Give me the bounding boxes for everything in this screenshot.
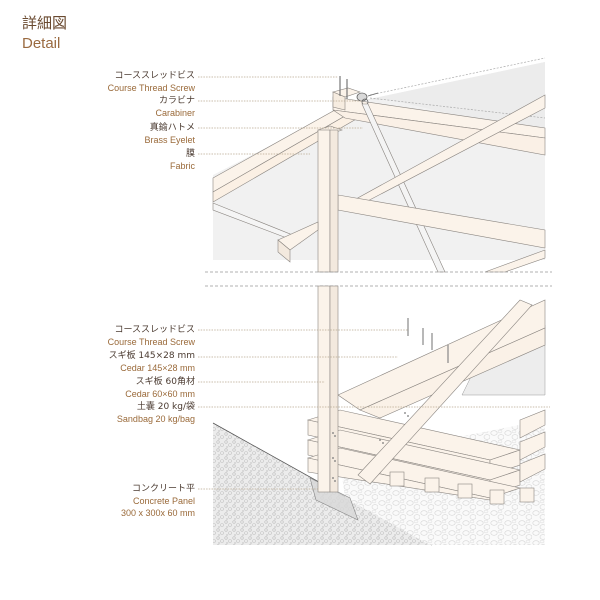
title-en: Detail (22, 35, 61, 52)
label-sandbag: 土嚢 20 kg/袋 Sandbag 20 kg/bag (116, 402, 195, 424)
label-concrete-panel: コンクリート平 Concrete Panel 300 x 300x 60 mm (120, 484, 195, 518)
upper-roof-detail (212, 57, 546, 273)
lower-base-detail (212, 285, 546, 546)
page-title: 詳細図 Detail (22, 14, 68, 52)
label-cedar-square: スギ板 60角材 Cedar 60×60 mm (125, 377, 195, 399)
label-course-thread-screw-upper: コーススレッドビス Course Thread Screw (107, 71, 195, 93)
label-carabiner: カラビナ Carabiner (155, 96, 195, 118)
label-brass-eyelet: 真鍮ハトメ Brass Eyelet (144, 123, 195, 145)
label-fabric: 膜 Fabric (169, 149, 195, 171)
label-course-thread-screw-lower: コーススレッドビス Course Thread Screw (107, 325, 195, 347)
leader-lines (198, 76, 550, 490)
label-cedar-board: スギ板 145×28 mm Cedar 145×28 mm (108, 351, 195, 373)
title-jp: 詳細図 (22, 14, 68, 32)
